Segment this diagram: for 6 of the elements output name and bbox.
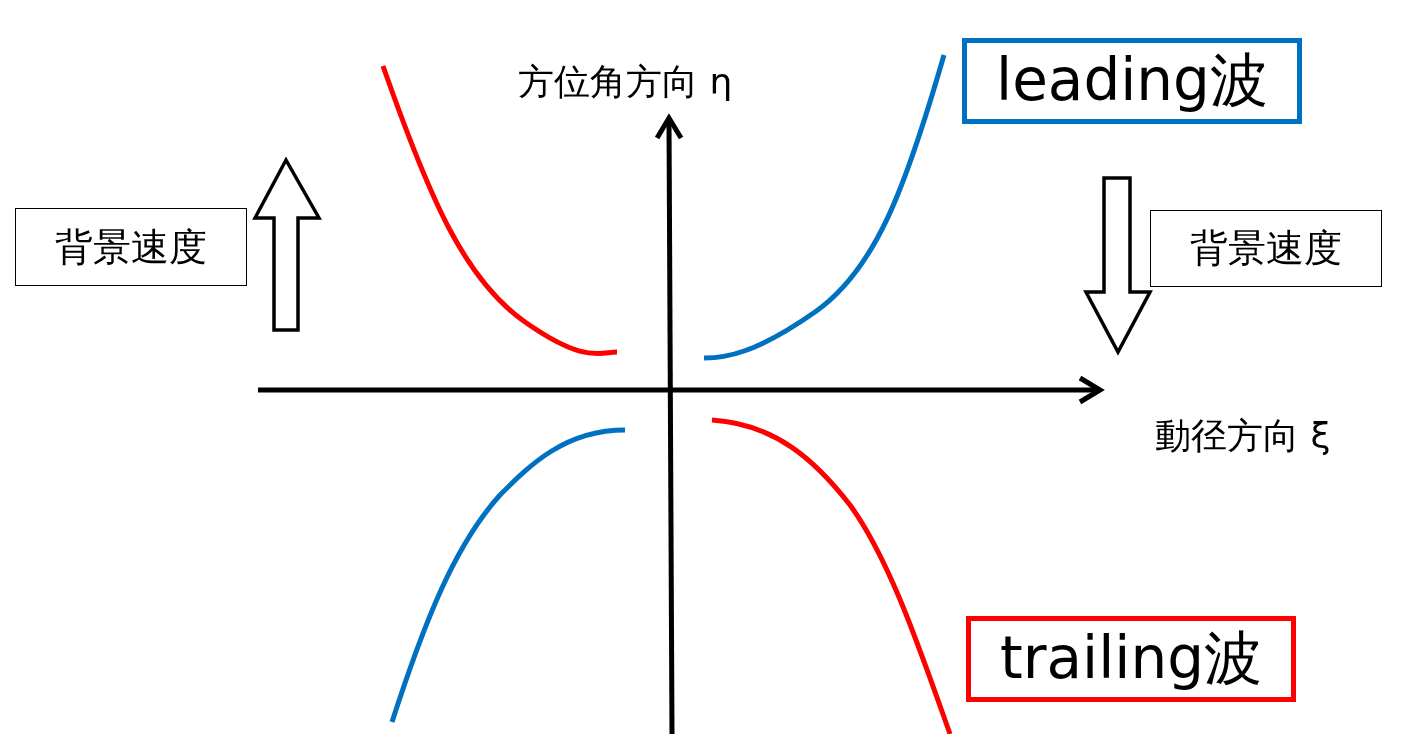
axis-label: 方位角方向 η [518, 60, 733, 104]
wave-label-box: leading波 [962, 38, 1302, 124]
velocity-label-box: 背景速度 [1150, 210, 1382, 287]
axis-label: 動径方向 ξ [1155, 414, 1331, 458]
velocity-label-box: 背景速度 [15, 208, 247, 286]
wave-label-box: trailing波 [966, 616, 1296, 702]
